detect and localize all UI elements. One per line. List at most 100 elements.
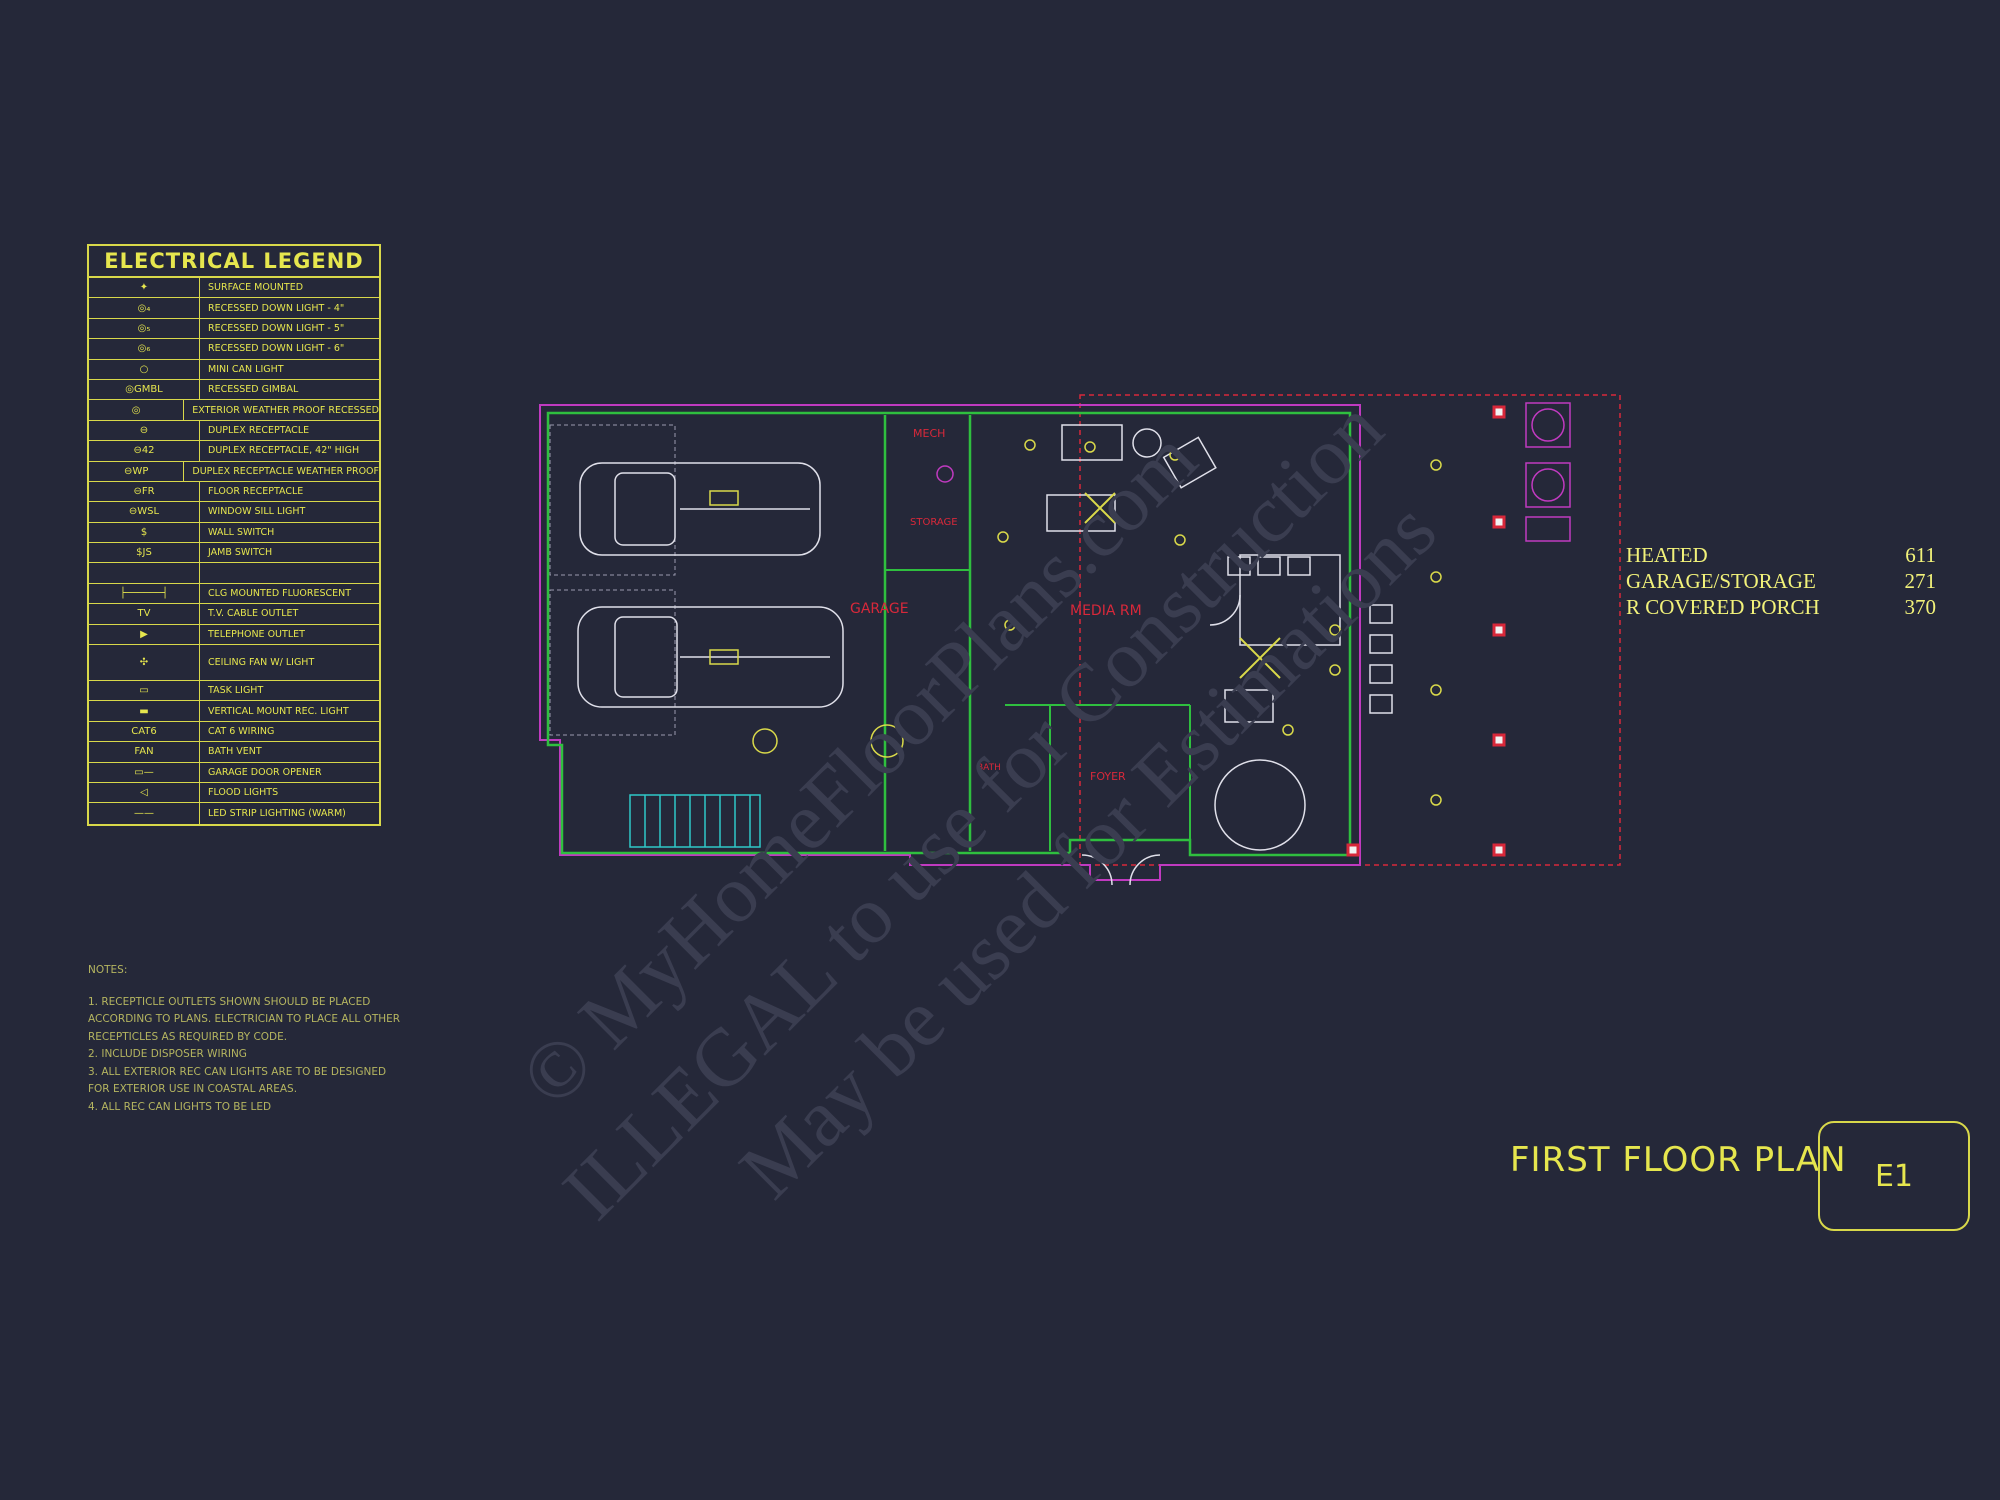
legend-symbol-icon: ✦	[89, 278, 200, 298]
legend-symbol-icon: FAN	[89, 742, 200, 762]
legend-symbol-icon: TV	[89, 604, 200, 624]
legend-label: VERTICAL MOUNT REC. LIGHT	[208, 705, 349, 717]
area-value: 611	[1905, 543, 1936, 567]
legend-symbol-icon: ◎GMBL	[89, 379, 200, 400]
legend-row: FAN BATH VENT	[89, 742, 379, 763]
legend-symbol-icon	[89, 563, 200, 583]
bar-stools	[1227, 556, 1393, 714]
garage-door-outline	[549, 424, 676, 576]
legend-label: CAT 6 WIRING	[208, 726, 275, 737]
legend-row: ✦ SURFACE MOUNTED	[89, 278, 379, 299]
legend-row: ◁ FLOOD LIGHTS	[89, 782, 379, 804]
light-fixtures	[752, 439, 1442, 806]
area-row: HEATED 611	[1626, 542, 1936, 568]
notes: NOTES: 1. RECEPTICLE OUTLETS SHOWN SHOUL…	[88, 962, 418, 1116]
legend-row	[89, 563, 379, 584]
legend-symbol-icon: ◎	[89, 400, 185, 420]
note-item: 3. ALL EXTERIOR REC CAN LIGHTS ARE TO BE…	[88, 1065, 387, 1096]
legend-symbol-icon: ⊖FR	[89, 481, 200, 502]
legend-label: CEILING FAN W/ LIGHT	[208, 657, 315, 669]
porch-columns	[1346, 405, 1506, 857]
sheet-number-badge: E1	[1818, 1121, 1970, 1231]
legend-label: WALL SWITCH	[208, 526, 275, 538]
notes-heading: NOTES:	[88, 964, 128, 976]
legend-label: LED STRIP LIGHTING (WARM)	[208, 808, 346, 820]
area-label: HEATED	[1626, 543, 1708, 567]
legend-row: ◎₆ RECESSED DOWN LIGHT - 6"	[89, 339, 379, 360]
room-label-foyer: FOYER	[1090, 770, 1126, 783]
legend-row: ⊖FR FLOOR RECEPTACLE	[89, 481, 379, 503]
legend-label: CLG MOUNTED FLUORESCENT	[208, 588, 352, 600]
legend-symbol-icon: ▬	[89, 701, 200, 721]
legend-symbol-icon: ◁	[89, 782, 200, 803]
legend-label	[200, 563, 379, 582]
room-label-media: MEDIA RM	[1070, 603, 1142, 619]
legend-symbol-icon: ⊖WSL	[89, 502, 200, 522]
floor-plan-drawing: GARAGE MEDIA RM MECH STORAGE FOYER BATH	[539, 394, 1621, 886]
legend-symbol-icon: ◎₆	[89, 339, 200, 359]
room-label-mech: MECH	[913, 427, 945, 440]
legend-label: DUPLEX RECEPTACLE	[208, 424, 310, 436]
legend-title: ELECTRICAL LEGEND	[89, 246, 379, 278]
legend-row: ⊖WP DUPLEX RECEPTACLE WEATHER PROOF	[89, 461, 379, 482]
legend-symbol-icon: ▭—	[89, 762, 200, 782]
legend-label: EXTERIOR WEATHER PROOF RECESSED	[192, 404, 379, 416]
legend-label: DUPLEX RECEPTACLE, 42" HIGH	[208, 445, 360, 457]
legend-row: ▭— GARAGE DOOR OPENER	[89, 762, 379, 783]
legend-label: MINI CAN LIGHT	[208, 363, 284, 375]
legend-row: ▶ TELEPHONE OUTLET	[89, 624, 379, 646]
legend-label: BATH VENT	[208, 746, 262, 758]
ceiling-fan-icon	[1084, 492, 1281, 679]
note-item: 1. RECEPTICLE OUTLETS SHOWN SHOULD BE PL…	[88, 995, 401, 1043]
legend-symbol-icon: $JS	[89, 543, 200, 563]
legend-symbol-icon: ├──────┤	[89, 583, 200, 604]
legend-row: ⊖ DUPLEX RECEPTACLE	[89, 420, 379, 442]
stairs	[629, 794, 761, 848]
legend-symbol-icon: ⊖	[89, 420, 200, 441]
area-label: R COVERED PORCH	[1626, 595, 1820, 619]
legend-row: $WALL SWITCH	[89, 522, 379, 544]
room-label-garage: GARAGE	[850, 601, 909, 617]
legend-label: GARAGE DOOR OPENER	[208, 766, 322, 778]
legend-label: TELEPHONE OUTLET	[208, 628, 305, 640]
legend-label: RECESSED DOWN LIGHT - 6"	[208, 343, 345, 355]
legend-row: ✣CEILING FAN W/ LIGHT	[89, 645, 379, 682]
legend-row: ⊖WSL WINDOW SILL LIGHT	[89, 502, 379, 523]
legend-label: RECESSED DOWN LIGHT - 5"	[208, 322, 345, 334]
legend-label: RECESSED DOWN LIGHT - 4"	[208, 302, 345, 314]
legend-row: ◎GMBL RECESSED GIMBAL	[89, 379, 379, 401]
plan-title: FIRST FLOOR PLAN	[1510, 1140, 1847, 1180]
legend-row: ◎ EXTERIOR WEATHER PROOF RECESSED	[89, 400, 379, 421]
legend-symbol-icon: ▶	[89, 624, 200, 645]
legend-label: DUPLEX RECEPTACLE WEATHER PROOF	[192, 465, 379, 477]
area-label: GARAGE/STORAGE	[1626, 569, 1816, 593]
interior-wall-outline	[546, 411, 1352, 857]
room-label-bath: BATH	[977, 763, 1001, 773]
car	[579, 462, 821, 556]
legend-symbol-icon: ○	[89, 359, 200, 379]
legend-symbol-icon: ——	[89, 803, 200, 824]
legend-symbol-icon: ▭	[89, 681, 200, 701]
media-furniture	[1046, 424, 1341, 851]
room-label-storage: STORAGE	[910, 517, 958, 528]
car	[577, 606, 844, 708]
legend-label: FLOOD LIGHTS	[208, 787, 279, 799]
area-row: GARAGE/STORAGE 271	[1626, 568, 1936, 594]
hvac-units	[1525, 402, 1571, 542]
note-item: 4. ALL REC CAN LIGHTS TO BE LED	[88, 1100, 272, 1113]
garage-door-opener	[709, 490, 739, 506]
exterior-wall-outline	[539, 404, 1361, 881]
legend-row: ├──────┤ CLG MOUNTED FLUORESCENT	[89, 583, 379, 605]
legend-symbol-icon: ⊖WP	[89, 461, 185, 481]
legend-label: FLOOR RECEPTACLE	[208, 486, 304, 498]
area-value: 271	[1904, 569, 1937, 593]
legend-label: WINDOW SILL LIGHT	[208, 506, 306, 518]
legend-row: —— LED STRIP LIGHTING (WARM)	[89, 803, 379, 824]
legend-label: SURFACE MOUNTED	[208, 282, 304, 294]
legend-label: RECESSED GIMBAL	[208, 384, 299, 396]
